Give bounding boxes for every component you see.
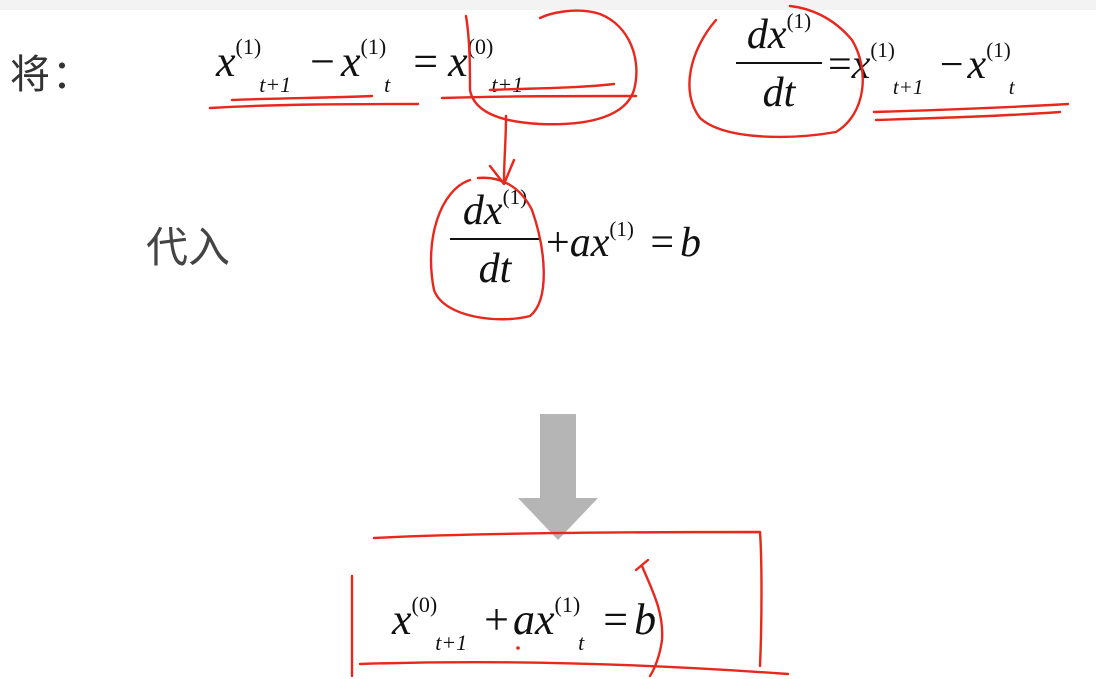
eq4-sub-t: t <box>578 630 585 655</box>
annotation-underline-eq1-left <box>208 102 420 110</box>
eq3-num-sup: (1) <box>502 185 528 209</box>
eq3-fraction-bar <box>450 238 540 240</box>
eq3-num-text: dx <box>462 188 503 234</box>
eq2-minus: − <box>939 42 964 88</box>
annotation-underline-x0 <box>440 94 638 100</box>
eq1-sup1b: (1) <box>360 34 387 59</box>
annotation-arrow-shaft <box>502 114 508 184</box>
eq1-sup0: (0) <box>467 34 494 59</box>
label-dairu: 代入 <box>146 223 231 272</box>
eq2-sub-t: t <box>1008 75 1015 99</box>
eq3-numerator: dx(1) <box>450 187 540 234</box>
eq1-x3: x <box>448 37 468 86</box>
annotation-dot <box>516 646 520 650</box>
eq3-ax: ax <box>569 220 610 266</box>
annotation-underline-right-1 <box>872 102 1070 114</box>
eq2-numerator: dx(1) <box>736 11 822 58</box>
eq4-ax: ax <box>512 595 555 644</box>
eq4-b: b <box>634 595 657 644</box>
annotation-underline-right-2 <box>874 110 1062 122</box>
eq1-sub-t: t <box>384 72 391 97</box>
eq4-equals: = <box>603 595 629 644</box>
annotation-underline-eq1-left-2 <box>230 94 374 102</box>
eq2-denominator: dt <box>762 70 796 116</box>
eq3-denominator: dt <box>478 246 512 292</box>
eq2-x1: x <box>851 42 871 88</box>
eq4-sup0: (0) <box>411 592 438 617</box>
annotation-arrow-head <box>488 158 516 186</box>
eq1-x2: x <box>340 37 361 86</box>
eq1-equals: = <box>413 37 439 86</box>
eq3-fraction: dx(1) dt <box>450 187 540 292</box>
equation-difference: x(1)t+1 −x(1)t =x(0)t+1 <box>216 36 525 96</box>
label-jiang: 将： <box>10 52 94 98</box>
eq2-fraction: dx(1) dt <box>736 11 822 116</box>
eq2-equals: = <box>828 42 852 88</box>
equation-derivative-approx: =x(1)t+1 −x(1)t <box>828 40 1017 98</box>
eq1-minus: − <box>310 37 335 86</box>
eq2-sup1b: (1) <box>986 38 1011 62</box>
eq4-sup1: (1) <box>554 592 581 617</box>
eq3-equals: = <box>650 220 675 266</box>
eq1-sub-t1a: t+1 <box>259 72 292 97</box>
eq3-plus: + <box>546 220 570 266</box>
eq2-num-sup: (1) <box>786 9 812 33</box>
eq2-sub-t1: t+1 <box>892 75 924 99</box>
eq2-x2: x <box>967 42 987 88</box>
eq4-plus: + <box>484 595 509 644</box>
eq1-sup1a: (1) <box>235 34 262 59</box>
eq1-sub-t1b: t+1 <box>491 72 524 97</box>
down-arrow-shape <box>518 414 598 540</box>
eq3-b: b <box>680 220 702 266</box>
eq2-sup1a: (1) <box>870 38 895 62</box>
eq1-x1: x <box>216 37 236 86</box>
eq4-x: x <box>392 595 412 644</box>
eq2-num-text: dx <box>746 12 787 58</box>
eq2-fraction-bar <box>736 62 822 64</box>
equation-grey-model: x(0) t+1 +ax(1) t =b <box>392 594 657 654</box>
eq3-sup1: (1) <box>609 217 634 241</box>
annotation-mark-t-top <box>634 558 650 572</box>
annotation-box-bottom <box>358 660 790 676</box>
equation-substituted: +ax(1) =b <box>546 219 702 266</box>
top-strip <box>0 0 1096 10</box>
eq4-sub-t1: t+1 <box>435 630 468 655</box>
